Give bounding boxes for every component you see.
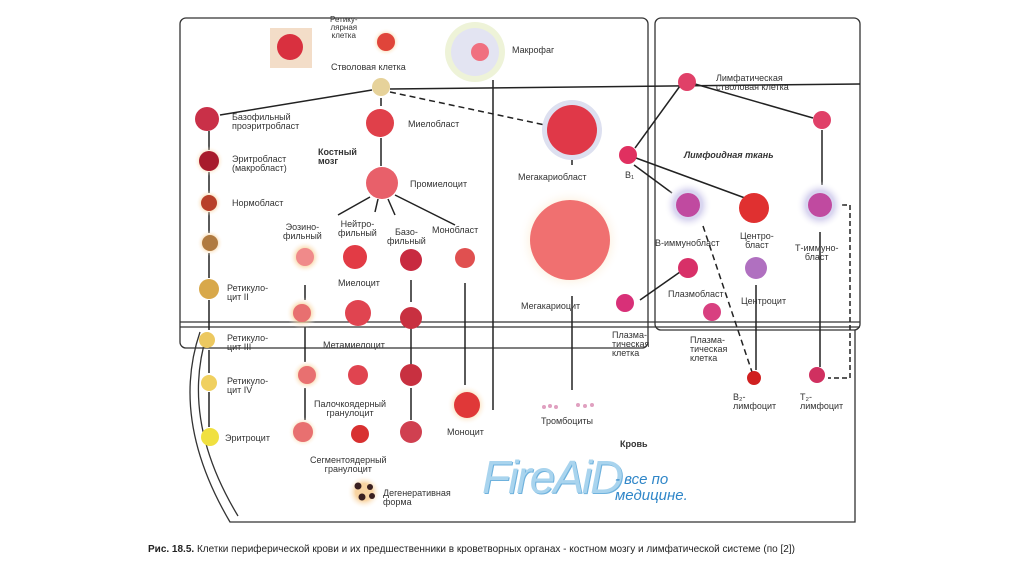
neutrophilic-myelocyte xyxy=(343,245,367,269)
erythroid-cell xyxy=(202,235,218,251)
thrombocytes xyxy=(542,403,594,409)
label-macrophage: Макрофаг xyxy=(512,45,555,55)
label-reticulocyte-2: Ретикуло- цит II xyxy=(227,283,269,302)
degenerative-form xyxy=(354,482,375,501)
label-bone-marrow: Костный мозг xyxy=(318,147,357,166)
erythrocyte xyxy=(201,428,219,446)
label-centrocyte: Центроцит xyxy=(741,296,787,306)
label-thrombocytes: Тромбоциты xyxy=(541,416,594,426)
label-megakaryocyte: Мегакариоцит xyxy=(521,301,581,311)
label-eosinophilic: Эозино- фильный xyxy=(283,222,322,241)
eosinophilic-band xyxy=(298,366,316,384)
label-erythroblast: Эритробласт (макробласт) xyxy=(232,154,287,173)
basophilic-segmented xyxy=(400,421,422,443)
reticulocyte-4 xyxy=(201,375,217,391)
label-reticular-cell: Ретику- лярная клетка xyxy=(330,15,358,40)
t-immunoblast xyxy=(808,193,832,217)
basophilic-band xyxy=(400,364,422,386)
watermark-logo: FireAiD xyxy=(482,451,623,503)
label-promyelocyte: Промиелоцит xyxy=(410,179,468,189)
eosinophilic-metamyelocyte xyxy=(293,304,311,322)
reticulocyte-2 xyxy=(199,279,219,299)
b1-cell xyxy=(619,146,637,164)
monocyte xyxy=(454,392,480,418)
label-neutrophilic: Нейтро- фильный xyxy=(338,219,377,238)
label-stem-cell: Стволовая клетка xyxy=(331,62,406,72)
myeloblast xyxy=(366,109,394,137)
label-myeloblast: Миелобласт xyxy=(408,119,460,129)
megakaryocyte xyxy=(530,200,610,280)
plasmoblast xyxy=(678,258,698,278)
stem-cell xyxy=(372,78,390,96)
label-blood: Кровь xyxy=(620,439,648,449)
label-basophilic-proerythroblast: Базофильный проэритробласт xyxy=(232,112,300,131)
label-segmented-granulocyte: Сегментоядерный гранулоцит xyxy=(310,455,387,474)
erythroblast xyxy=(199,151,219,171)
plasma-cell-2 xyxy=(703,303,721,321)
label-t-immunoblast: Т-иммуно- бласт xyxy=(795,243,839,262)
label-normoblast: Нормобласт xyxy=(232,198,284,208)
lymphatic-stem-cell xyxy=(678,73,696,91)
watermark-tagline: - все по медицине. xyxy=(615,471,688,504)
neutrophilic-band xyxy=(348,365,368,385)
reticular-cell-2 xyxy=(377,33,395,51)
label-b2-lymphocyte: B₂- лимфоцит xyxy=(733,392,777,411)
label-myelocyte: Миелоцит xyxy=(338,278,380,288)
basophilic-proerythroblast xyxy=(195,107,219,131)
label-reticulocyte-4: Ретикуло- цит IV xyxy=(227,376,269,395)
label-degenerative-form: Дегенеративная форма xyxy=(383,488,451,507)
eosinophilic-myelocyte xyxy=(296,248,314,266)
neutrophilic-metamyelocyte xyxy=(345,300,371,326)
label-plasmoblast: Плазмобласт xyxy=(668,289,724,299)
plasma-cell-1 xyxy=(616,294,634,312)
label-lymphatic-stem-cell: Лимфатическая стволовая клетка xyxy=(716,73,789,92)
lymphoid-tissue-frame xyxy=(654,17,861,331)
caption-prefix: Рис. 18.5. xyxy=(148,544,195,555)
label-erythrocyte: Эритроцит xyxy=(225,433,270,443)
megakaryoblast xyxy=(547,105,597,155)
blood-boundary xyxy=(180,321,860,328)
label-monocyte: Моноцит xyxy=(447,427,484,437)
b2-lymphocyte xyxy=(747,371,761,385)
label-monoblast: Монобласт xyxy=(432,225,479,235)
label-t2-lymphocyte: T₂- лимфоцит xyxy=(800,392,844,411)
reticulocyte-3 xyxy=(199,332,215,348)
label-b-immunoblast: В-иммунобласт xyxy=(655,238,720,248)
centrocyte xyxy=(745,257,767,279)
promyelocyte xyxy=(366,167,398,199)
b-immunoblast xyxy=(676,193,700,217)
bone-marrow-frame xyxy=(179,17,649,349)
label-megakaryoblast: Мегакариобласт xyxy=(518,172,587,182)
label-b1: B₁ xyxy=(625,170,635,180)
eosinophilic-segmented xyxy=(293,422,313,442)
label-lymphoid-tissue: Лимфоидная ткань xyxy=(684,150,774,160)
reticular-cell xyxy=(277,34,303,60)
t-precursor xyxy=(813,111,831,129)
centroblast xyxy=(739,193,769,223)
blood-frame xyxy=(189,330,856,523)
neutrophilic-segmented xyxy=(351,425,369,443)
t2-lymphocyte xyxy=(809,367,825,383)
label-centroblast: Центро- бласт xyxy=(740,231,774,250)
label-reticulocyte-3: Ретикуло- цит III xyxy=(227,333,269,352)
basophilic-metamyelocyte xyxy=(400,307,422,329)
normoblast xyxy=(201,195,217,211)
label-plasma-cell-1: Плазма- тическая клетка xyxy=(612,330,650,358)
label-plasma-cell-2: Плазма- тическая клетка xyxy=(690,335,728,363)
label-metamyelocyte: Метамиелоцит xyxy=(323,340,385,350)
monoblast xyxy=(455,248,475,268)
cells xyxy=(194,22,844,509)
label-basophilic: Базо- фильный xyxy=(387,227,426,246)
label-band-granulocyte: Палочкоядерный гранулоцит xyxy=(314,399,386,418)
frames xyxy=(179,17,861,523)
basophilic-myelocyte xyxy=(400,249,422,271)
caption-text: Клетки периферической крови и их предшес… xyxy=(194,544,795,555)
figure-caption: Рис. 18.5. Клетки периферической крови и… xyxy=(148,543,888,556)
